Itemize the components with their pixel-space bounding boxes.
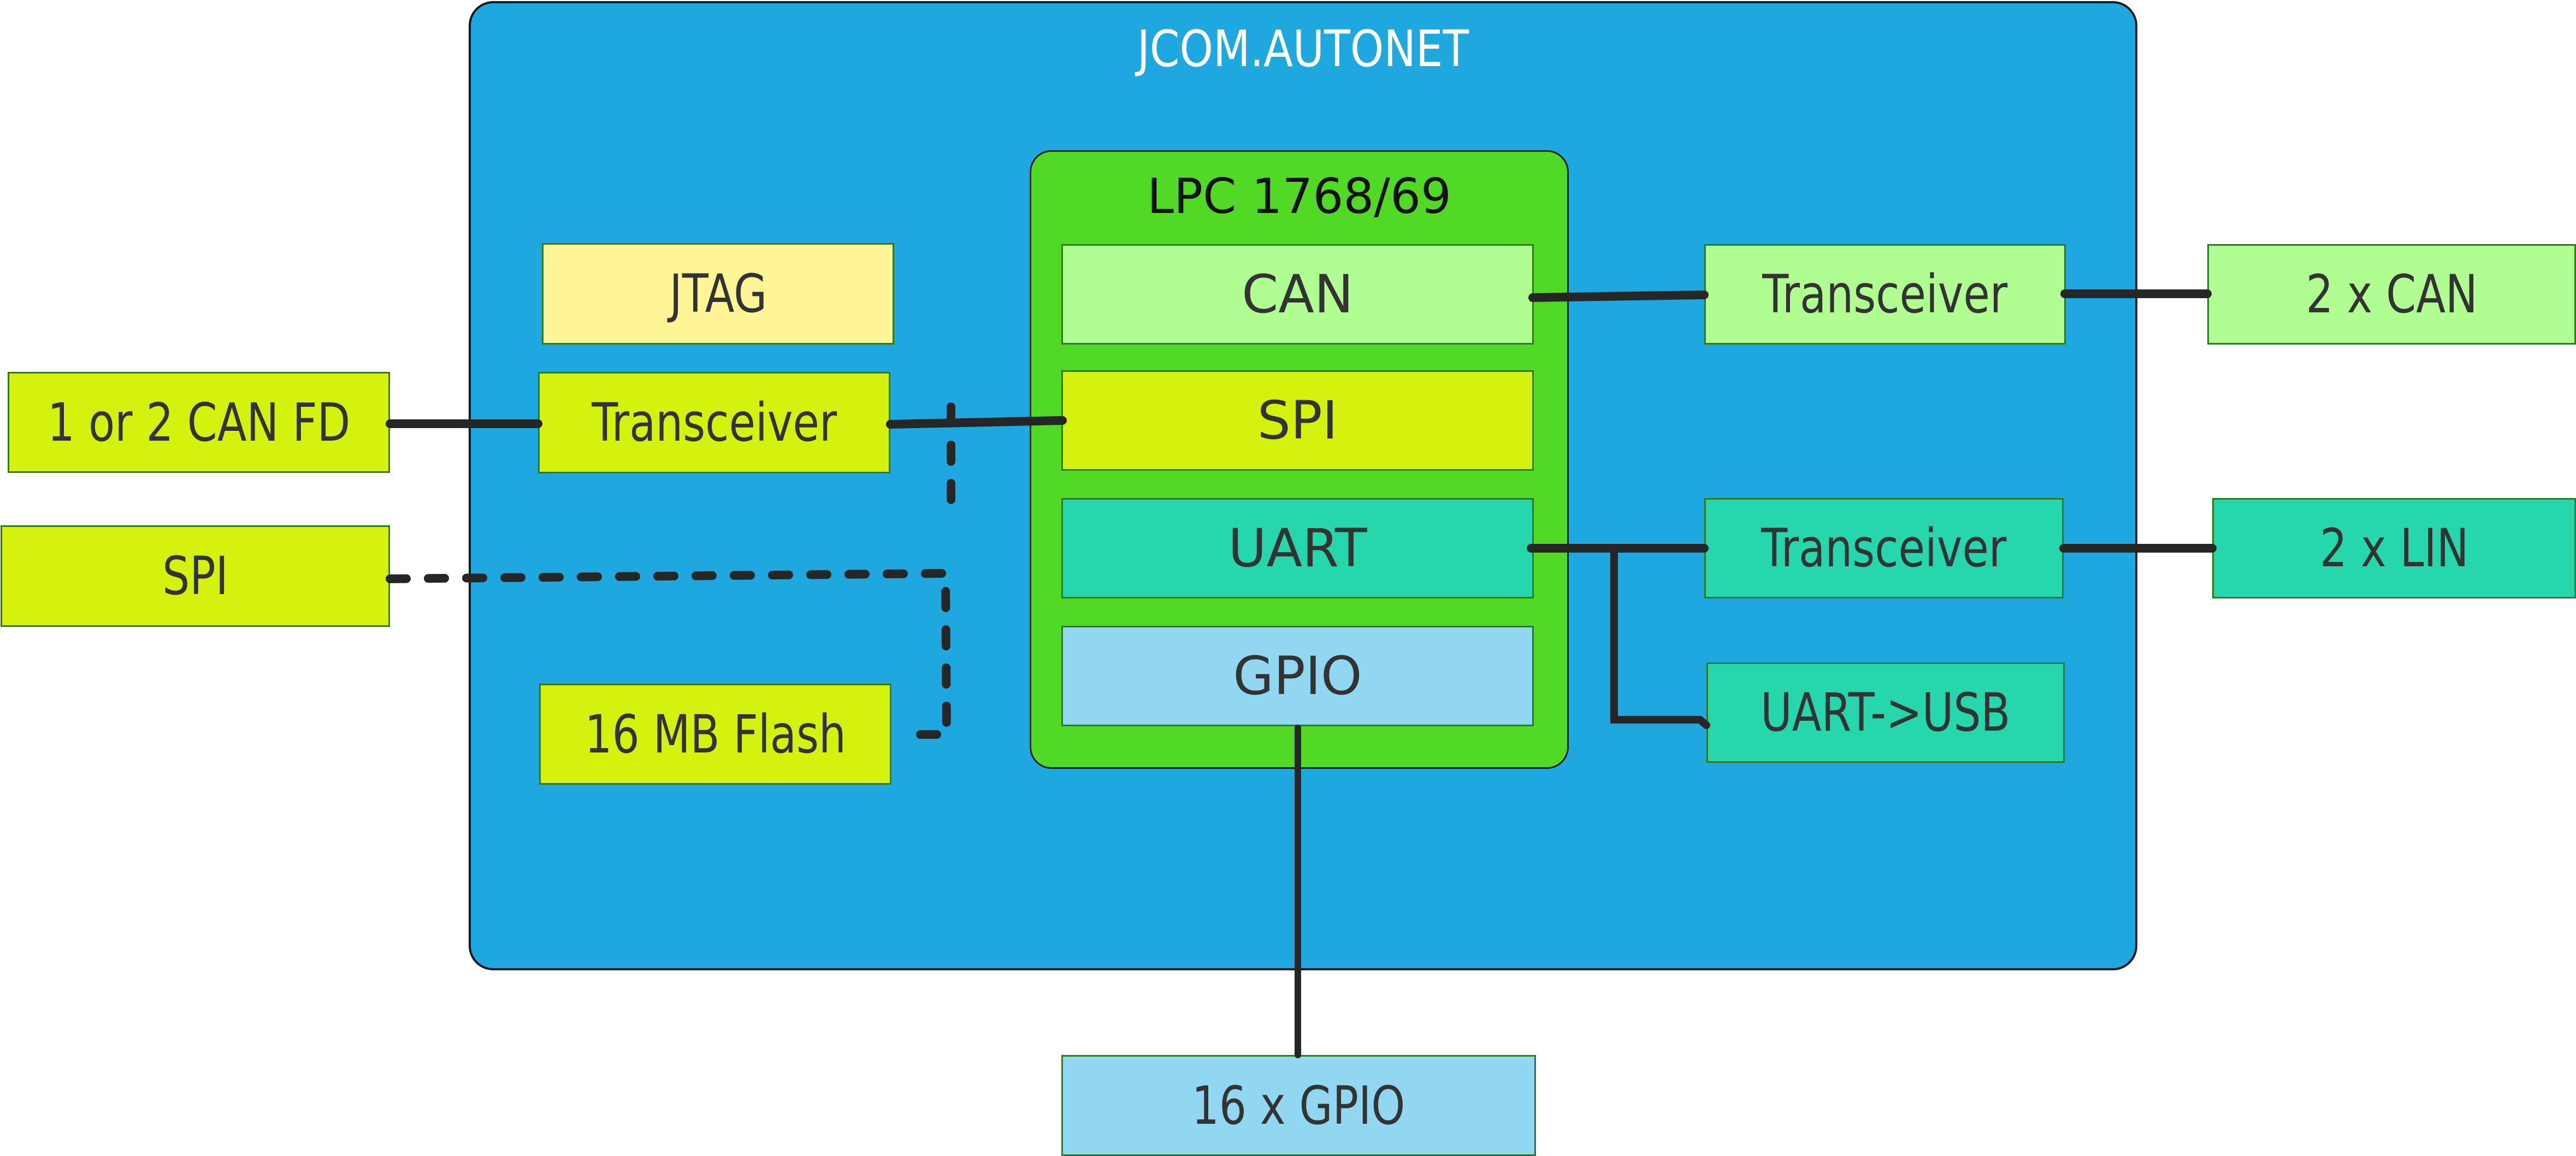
external-gpio-block[interactable]: 16 x GPIO [1061, 1055, 1536, 1156]
can-transceiver-block[interactable]: Transceiver [1704, 244, 2066, 345]
lin-transceiver-block[interactable]: Transceiver [1704, 498, 2064, 598]
external-gpio-label: 16 x GPIO [1192, 1075, 1405, 1136]
jtag-block[interactable]: JTAG [542, 243, 894, 345]
external-lin-label: 2 x LIN [2319, 518, 2469, 579]
can-transceiver-label: Transceiver [1762, 264, 2008, 325]
mcu-peripheral-spi-label: SPI [1257, 390, 1338, 451]
mcu-peripheral-can[interactable]: CAN [1061, 244, 1534, 345]
mcu-peripheral-can-label: CAN [1242, 264, 1354, 325]
mcu-peripheral-gpio-label: GPIO [1233, 645, 1362, 707]
jtag-label: JTAG [669, 263, 767, 324]
external-lin-block[interactable]: 2 x LIN [2212, 498, 2576, 598]
mcu-peripheral-gpio[interactable]: GPIO [1061, 626, 1534, 726]
external-can-label: 2 x CAN [2306, 264, 2478, 325]
external-canfd-label: 1 or 2 CAN FD [47, 392, 351, 453]
lin-transceiver-label: Transceiver [1761, 518, 2007, 579]
canfd-transceiver-block[interactable]: Transceiver [538, 372, 890, 473]
flash-block[interactable]: 16 MB Flash [539, 684, 891, 785]
external-can-block[interactable]: 2 x CAN [2207, 244, 2576, 345]
external-canfd-block[interactable]: 1 or 2 CAN FD [8, 372, 390, 473]
external-spi-block[interactable]: SPI [1, 525, 390, 627]
uart-usb-block[interactable]: UART->USB [1706, 662, 2065, 763]
mcu-peripheral-uart[interactable]: UART [1061, 498, 1534, 598]
uart-usb-label: UART->USB [1760, 682, 2011, 743]
external-spi-label: SPI [162, 546, 228, 607]
flash-label: 16 MB Flash [584, 703, 846, 765]
canfd-transceiver-label: Transceiver [591, 392, 837, 453]
mcu-peripheral-spi[interactable]: SPI [1061, 370, 1534, 471]
board-title: JCOM.AUTONET [1137, 20, 1469, 78]
mcu-peripheral-uart-label: UART [1228, 518, 1367, 579]
mcu-title: LPC 1768/69 [1147, 168, 1452, 224]
